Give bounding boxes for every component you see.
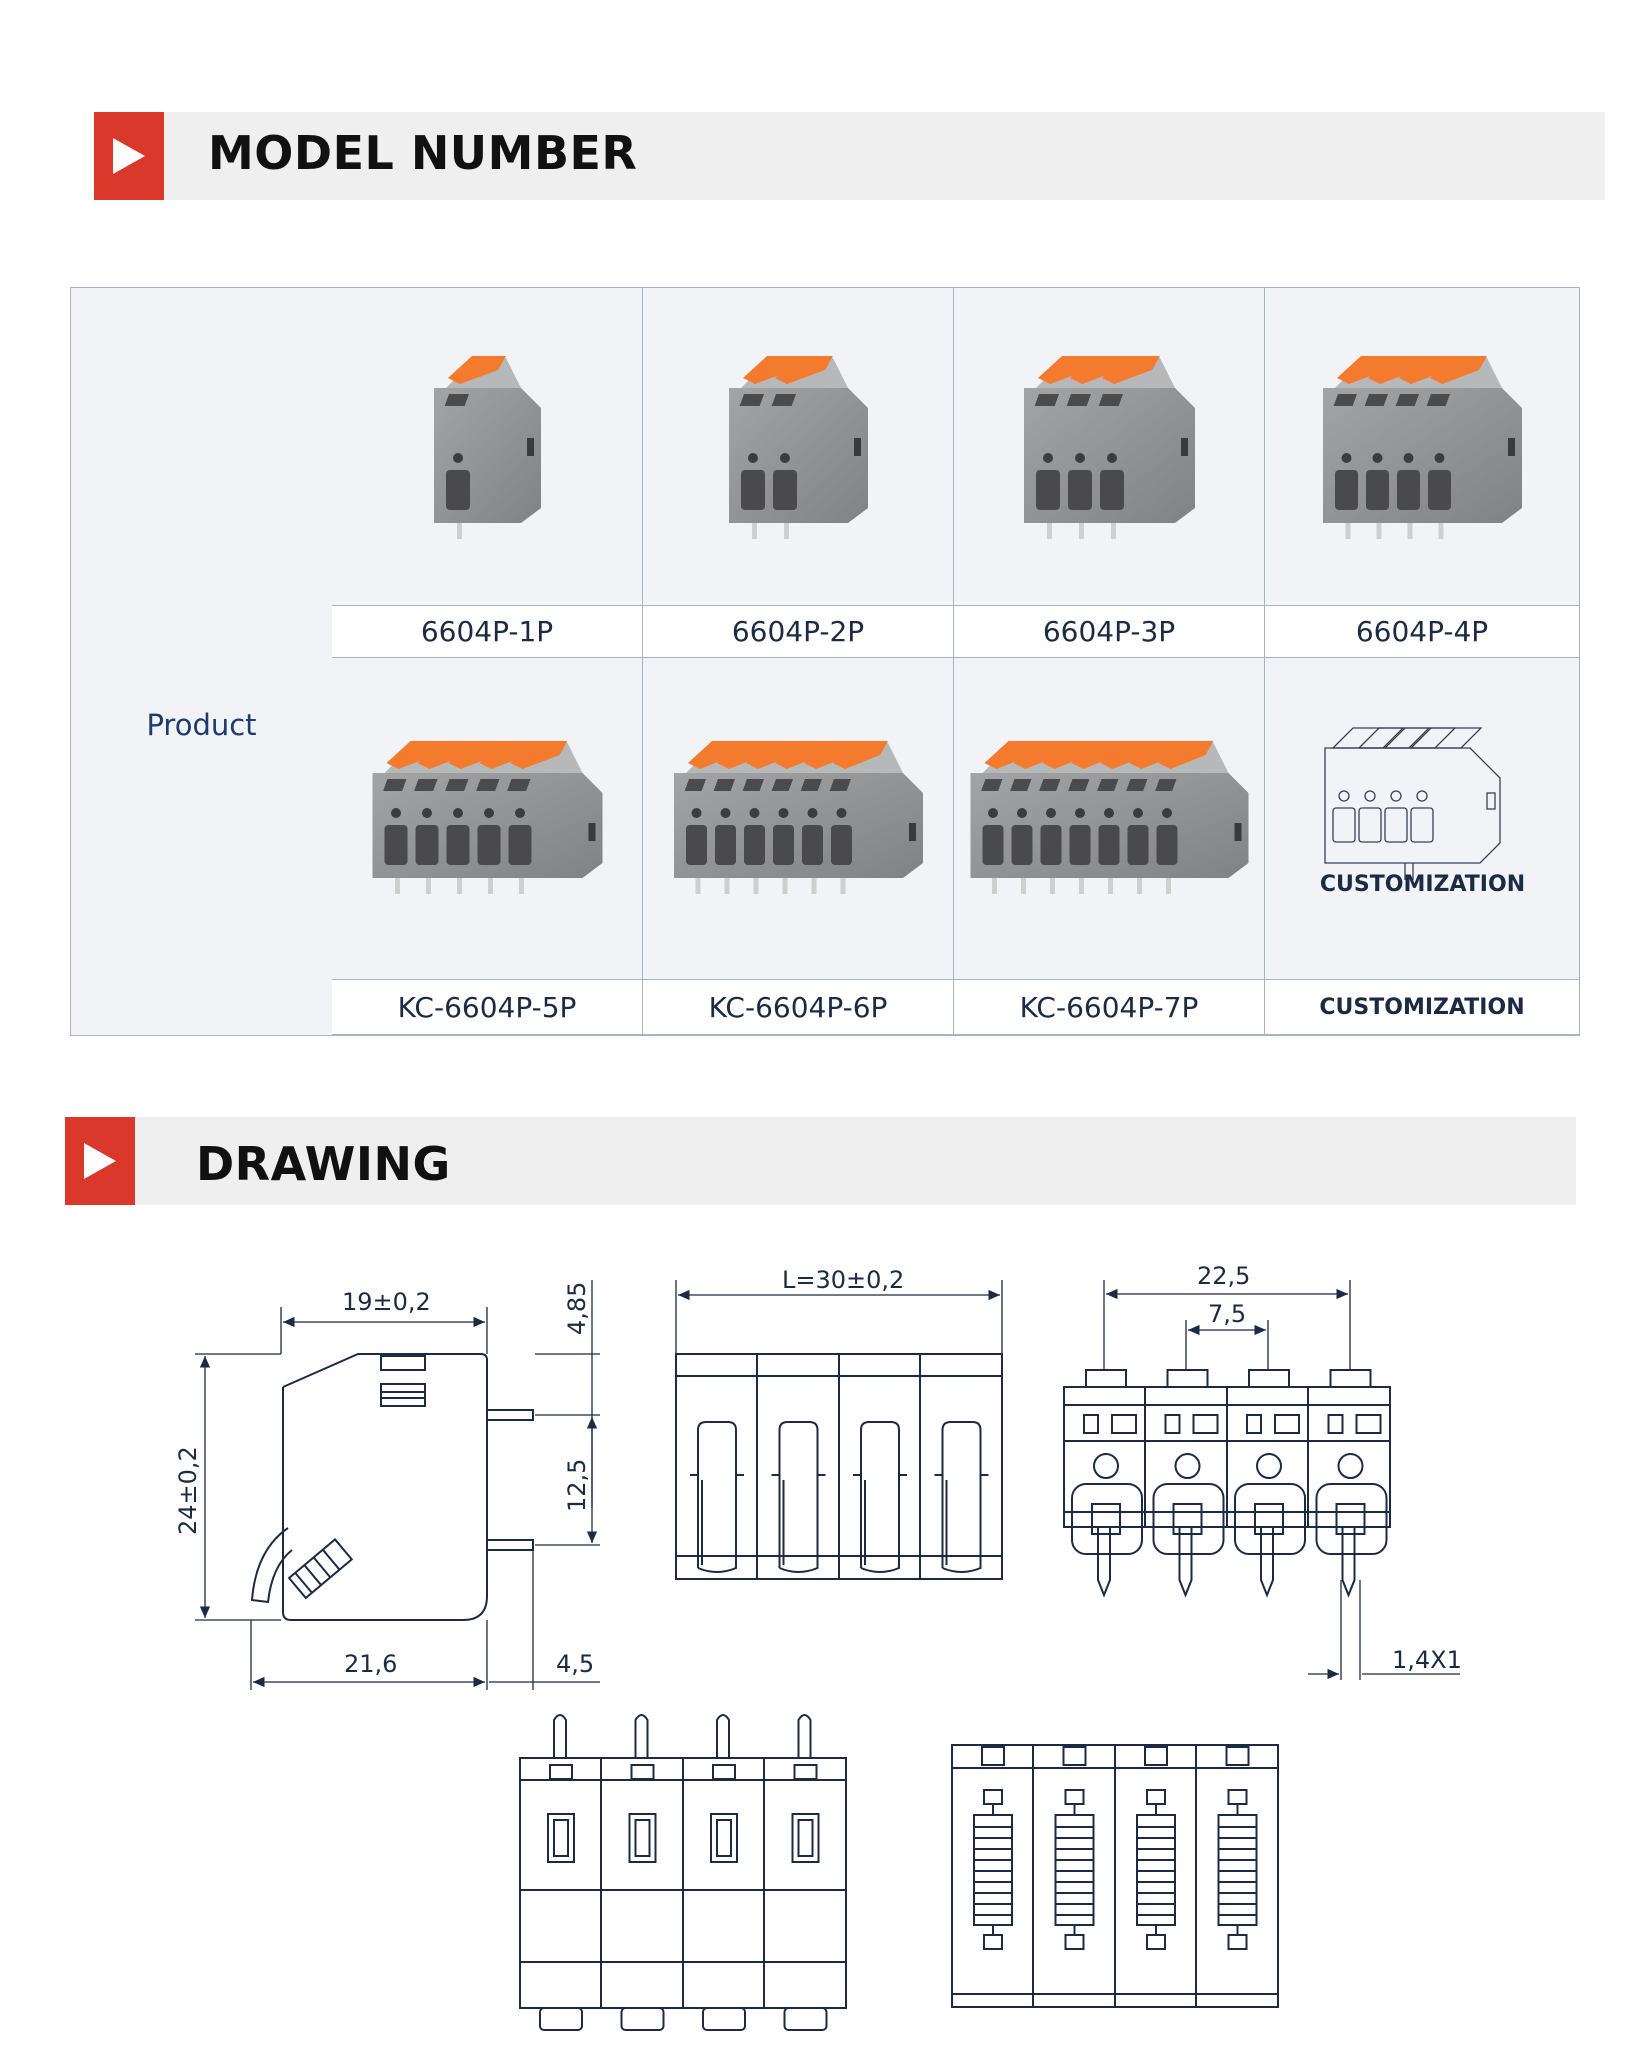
rear-view	[951, 1744, 1279, 2008]
dim-7-5: 7,5	[1208, 1300, 1246, 1328]
customization-overlay-label: CUSTOMIZATION	[1320, 872, 1525, 897]
product-model-label: 6604P-3P	[954, 606, 1265, 658]
dim-21-6: 21,6	[344, 1650, 397, 1678]
product-image-cell	[1265, 288, 1580, 606]
product-model-label: KC-6604P-5P	[332, 980, 643, 1035]
technical-drawing: 19±0,2 4,85 24±0,2 12,5 21,6 4,5 L=30±0,…	[174, 1262, 1462, 2031]
dim-12-5: 12,5	[563, 1459, 591, 1512]
dim-1-4x1: 1,4X1	[1392, 1646, 1462, 1674]
section-title-drawing: DRAWING	[196, 1137, 451, 1191]
product-image-cell: CUSTOMIZATION	[1265, 658, 1580, 980]
bottom-view	[1063, 1280, 1460, 1680]
front-view	[675, 1280, 1003, 1580]
product-image-cell	[643, 658, 954, 980]
section-header-bar	[65, 1117, 1576, 1205]
product-model-label: 6604P-4P	[1265, 606, 1580, 658]
terminal-block-image	[1323, 356, 1522, 539]
section-title-model: MODEL NUMBER	[208, 126, 638, 180]
play-icon	[113, 138, 145, 174]
row-header: Product	[71, 288, 333, 1035]
product-image-cell	[332, 658, 643, 980]
product-image-cell	[954, 658, 1265, 980]
customization-image: CUSTOMIZATION	[1320, 727, 1525, 897]
dim-height-24: 24±0,2	[174, 1446, 202, 1535]
top-view	[519, 1714, 847, 2031]
terminal-block-image	[970, 741, 1249, 894]
side-view	[195, 1280, 600, 1690]
play-icon	[84, 1143, 116, 1179]
product-model-label: KC-6604P-6P	[643, 980, 954, 1035]
section-header-bar	[94, 112, 1605, 200]
product-image-cell	[332, 288, 643, 606]
dim-length-30: L=30±0,2	[782, 1266, 904, 1294]
dim-4-85: 4,85	[563, 1282, 591, 1335]
product-image-cell	[954, 288, 1265, 606]
product-model-label: CUSTOMIZATION	[1265, 980, 1580, 1035]
terminal-block-image	[372, 741, 603, 894]
row-header-label: Product	[146, 708, 257, 742]
dim-width-19: 19±0,2	[342, 1288, 431, 1316]
terminal-block-image	[1024, 356, 1195, 539]
terminal-block-image	[434, 356, 541, 539]
terminal-block-image	[674, 741, 923, 894]
product-model-label: 6604P-2P	[643, 606, 954, 658]
section-marker	[94, 112, 164, 200]
terminal-block-image	[729, 356, 868, 539]
dim-4-5: 4,5	[556, 1650, 594, 1678]
product-model-label: 6604P-1P	[332, 606, 643, 658]
product-image-cell	[643, 288, 954, 606]
section-marker	[65, 1117, 135, 1205]
dim-22-5: 22,5	[1197, 1262, 1250, 1290]
product-model-label: KC-6604P-7P	[954, 980, 1265, 1035]
